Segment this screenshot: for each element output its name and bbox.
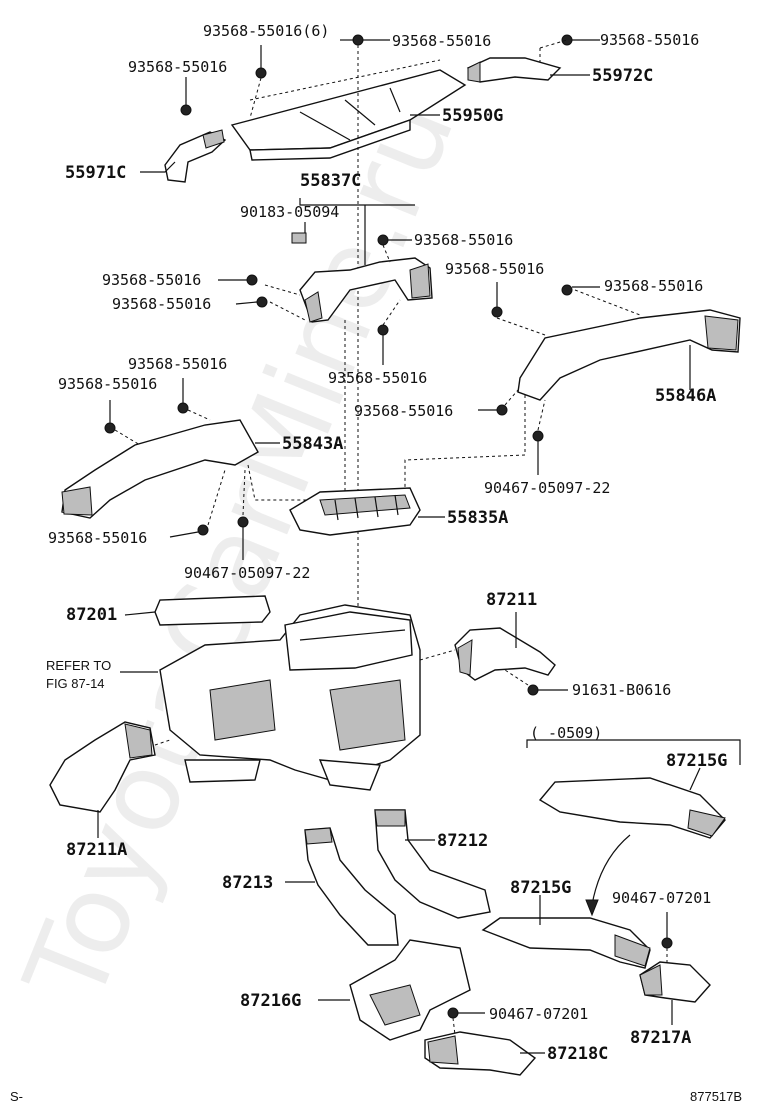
refer-to-note: REFER TO [46,658,111,673]
part-number-label: 93568-55016 [48,529,147,547]
part-number-label: 55837C [300,171,361,191]
part-number-label: 87211A [66,840,127,860]
part-number-label: 55950G [442,106,503,126]
bolt-icon [352,34,364,46]
part-number-label: 87211 [486,590,537,610]
part-number-label: 55835A [447,508,508,528]
arrow-icon [585,899,599,917]
part-55837C-drawing [299,257,433,323]
part-number-label: 93568-55016 [328,369,427,387]
part-number-label: 87216G [240,991,301,1011]
part-87216G-drawing [349,939,471,1041]
bolt-icon [237,516,249,528]
part-55835A-drawing [289,487,421,536]
part-number-label: 87213 [222,873,273,893]
part-number-label: 93568-55016 [445,260,544,278]
part-number-label: 93568-55016 [128,355,227,373]
part-number-label: 87212 [437,831,488,851]
bolt-icon [561,284,573,296]
period-note: ( -0509) [530,724,602,742]
part-number-label: 93568-55016 [354,402,453,420]
part-number-label: 91631-B0616 [572,681,671,699]
bolt-icon [104,422,116,434]
part-number-label: 87201 [66,605,117,625]
part-number-label: 55972C [592,66,653,86]
bolt-icon [256,296,268,308]
part-87215G-drawing [481,917,651,969]
part-55971C-drawing [164,129,227,183]
bolt-icon [377,234,389,246]
part-number-label: 90467-05097-22 [184,564,310,582]
part-number-label: 93568-55016(6) [203,22,329,40]
part-87211A-drawing [49,721,156,813]
part-55972C-drawing [466,57,562,83]
part-number-label: 90467-05097-22 [484,479,610,497]
part-number-label: 55846A [655,386,716,406]
part-number-label: 87215G [666,751,727,771]
part-87212-drawing [374,809,491,919]
part-87217A-drawing [639,961,711,1003]
part-number-label: 93568-55016 [112,295,211,313]
bolt-icon [496,404,508,416]
part-number-label: 87218C [547,1044,608,1064]
part-number-label: 93568-55016 [392,32,491,50]
bolt-icon [527,684,539,696]
bolt-icon [197,524,209,536]
part-number-label: 90467-07201 [489,1005,588,1023]
footer-left: S- [10,1089,23,1104]
bolt-icon [532,430,544,442]
bolt-icon [255,67,267,79]
part-87211-drawing [454,627,556,681]
part-number-label: 93568-55016 [58,375,157,393]
part-87215G-top-drawing [538,777,726,839]
part-87218C-drawing [424,1031,537,1076]
bolt-icon [491,306,503,318]
part-number-label: 55843A [282,434,343,454]
part-55846A-drawing [517,309,741,401]
part-number-label: 87217A [630,1028,691,1048]
part-number-label: 87215G [510,878,571,898]
part-number-label: 93568-55016 [604,277,703,295]
part-55950G-drawing [230,69,467,161]
bolt-icon [447,1007,459,1019]
part-number-label: 93568-55016 [600,31,699,49]
part-number-label: 90467-07201 [612,889,711,907]
bolt-icon [661,937,673,949]
bolt-icon [561,34,573,46]
part-55843A-drawing [61,419,259,519]
part-number-label: 90183-05094 [240,203,339,221]
part-number-label: 55971C [65,163,126,183]
part-number-label: 93568-55016 [414,231,513,249]
part-87213-drawing [304,827,399,946]
bolt-icon [246,274,258,286]
bolt-icon [180,104,192,116]
part-number-label: 93568-55016 [128,58,227,76]
clip-icon [291,232,307,244]
heater-unit-drawing [154,595,421,791]
bolt-icon [377,324,389,336]
part-number-label: 93568-55016 [102,271,201,289]
bolt-icon [177,402,189,414]
footer-illustration-id: 877517B [690,1089,742,1104]
refer-to-note: FIG 87-14 [46,676,105,691]
